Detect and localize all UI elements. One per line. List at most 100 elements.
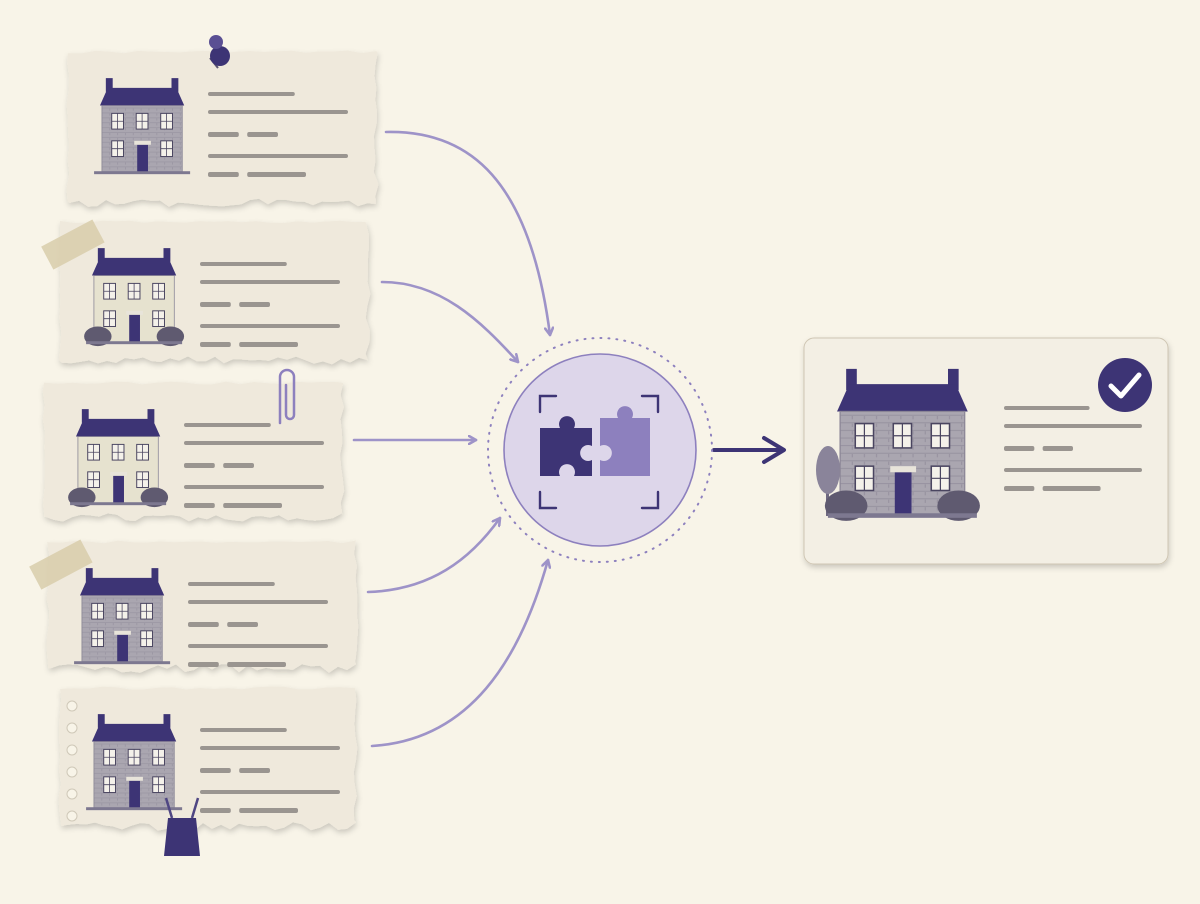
- puzzle-piece-left: [540, 416, 592, 476]
- result-house-illustration: [824, 368, 980, 521]
- source-listing-5-chimney-right: [163, 714, 171, 728]
- source-listing-3-text-line: [184, 423, 271, 427]
- result-text-block: [1004, 486, 1035, 491]
- source-listing-5-door-lintel: [126, 776, 143, 781]
- source-listing-3-text-block: [223, 463, 254, 468]
- source-listing-2-hedge-left: [84, 326, 112, 347]
- hub-circle: [503, 353, 697, 547]
- source-listing-4-window-frame: [140, 630, 153, 647]
- incoming-arrow: [384, 130, 550, 337]
- result-text-line: [1004, 424, 1142, 428]
- result-window-frame: [931, 466, 950, 491]
- source-listing-4-text-block: [188, 662, 219, 667]
- result-roof: [837, 384, 968, 412]
- result-text-line: [1004, 468, 1142, 472]
- source-listing-4-ground: [74, 661, 171, 665]
- source-listing-4-text-block: [188, 622, 219, 627]
- result-card-layer: [803, 337, 1169, 565]
- source-listing-1-text-line: [208, 154, 348, 158]
- source-listing-1-house-illustration: [94, 78, 191, 175]
- source-listing-1-door: [137, 144, 148, 173]
- source-listing-5-text-line: [200, 790, 340, 794]
- source-listing-4-chimney-left: [85, 568, 93, 582]
- source-listing-2-text-block: [200, 342, 231, 347]
- source-listing-5-text-block: [239, 768, 270, 773]
- source-listing-2-hedge-right: [156, 326, 185, 347]
- source-listing-2-text-line: [200, 262, 287, 266]
- source-listing-3: [42, 368, 345, 522]
- result-text-block: [1004, 446, 1035, 451]
- source-listing-2: [41, 219, 371, 365]
- source-listing-4-tape: [29, 539, 93, 590]
- source-listing-3-hedge-left: [68, 487, 96, 508]
- source-listing-3-chimney-right: [147, 409, 155, 423]
- puzzle-piece-right: [600, 406, 650, 476]
- source-listing-2-window-frame: [152, 310, 165, 327]
- source-listing-4-text-line: [188, 644, 328, 648]
- source-listing-4-text-block: [227, 662, 286, 667]
- source-listing-5-binder-hole: [66, 766, 78, 778]
- source-listing-2-window-frame: [103, 310, 116, 327]
- source-listing-5-binder-clip-icon: [164, 797, 200, 856]
- source-listing-3-paperclip-icon: [278, 368, 296, 425]
- source-listing-3-window-frame: [87, 471, 100, 488]
- source-listing-3-chimney-left: [81, 409, 89, 423]
- source-listing-3-window-frame: [136, 471, 149, 488]
- output-arrowhead: [762, 436, 786, 464]
- source-listing-5-house-illustration: [86, 714, 183, 811]
- source-listing-1-text-line: [208, 92, 295, 96]
- source-listing-5-binder-hole: [66, 788, 78, 800]
- source-listing-2-tape: [41, 219, 105, 270]
- result-window-frame: [893, 423, 912, 448]
- source-listing-1: [66, 35, 379, 207]
- source-listing-1-pushpin-icon: [209, 35, 230, 69]
- merge-hub-layer: [487, 337, 713, 563]
- source-listing-4-text-block: [227, 622, 258, 627]
- source-listing-4-window-frame: [116, 603, 128, 620]
- source-listing-1-window-frame: [160, 113, 173, 130]
- result-window-frame: [855, 423, 874, 448]
- source-listing-4-window-frame: [140, 603, 153, 620]
- source-listing-1-text-block: [208, 132, 239, 137]
- result-text-line: [1004, 406, 1090, 410]
- focus-frame-icon: [538, 394, 660, 510]
- source-listing-2-text-block: [239, 342, 298, 347]
- result-tree-trunk: [826, 480, 829, 516]
- source-listing-4: [29, 539, 359, 673]
- source-listing-5-binder-hole: [66, 700, 78, 712]
- source-listing-3-roof: [75, 418, 161, 437]
- source-listing-2-window-frame: [128, 283, 140, 300]
- source-listing-1-door-lintel: [134, 140, 151, 145]
- source-listing-5-binder-hole: [66, 722, 78, 734]
- source-listing-3-window-frame: [112, 444, 124, 461]
- source-listing-1-text-block: [208, 172, 239, 177]
- result-window-frame: [931, 423, 950, 448]
- result-door: [894, 472, 912, 515]
- source-listing-5-window-frame: [152, 749, 165, 766]
- source-listing-3-window-frame: [136, 444, 149, 461]
- source-listing-4-window-frame: [91, 630, 104, 647]
- puzzle-icon: [540, 406, 650, 476]
- source-listing-1-text-line: [208, 110, 348, 114]
- source-listing-2-door: [129, 314, 140, 343]
- source-listing-3-text-line: [184, 485, 324, 489]
- source-listing-1-roof: [99, 87, 185, 106]
- source-listing-4-window-frame: [91, 603, 104, 620]
- source-listing-5-chimney-left: [97, 714, 105, 728]
- source-listing-2-ground: [86, 341, 183, 345]
- source-listing-1-ground: [94, 171, 191, 175]
- source-listing-4-text-line: [188, 600, 328, 604]
- result-text-block: [1042, 486, 1101, 491]
- source-listing-1-window-frame: [160, 140, 173, 157]
- source-listing-4-roof: [79, 577, 165, 596]
- source-listing-2-roof: [91, 257, 177, 276]
- source-listing-3-text-line: [184, 441, 324, 445]
- source-listing-5-text-block: [200, 808, 231, 813]
- incoming-arrow: [380, 280, 520, 364]
- source-listing-5-window-frame: [103, 749, 116, 766]
- result-chimney-left: [846, 368, 857, 391]
- source-listing-5-text-line: [200, 728, 287, 732]
- source-listing-5-window-frame: [128, 749, 140, 766]
- checkmark-icon: [1098, 358, 1152, 412]
